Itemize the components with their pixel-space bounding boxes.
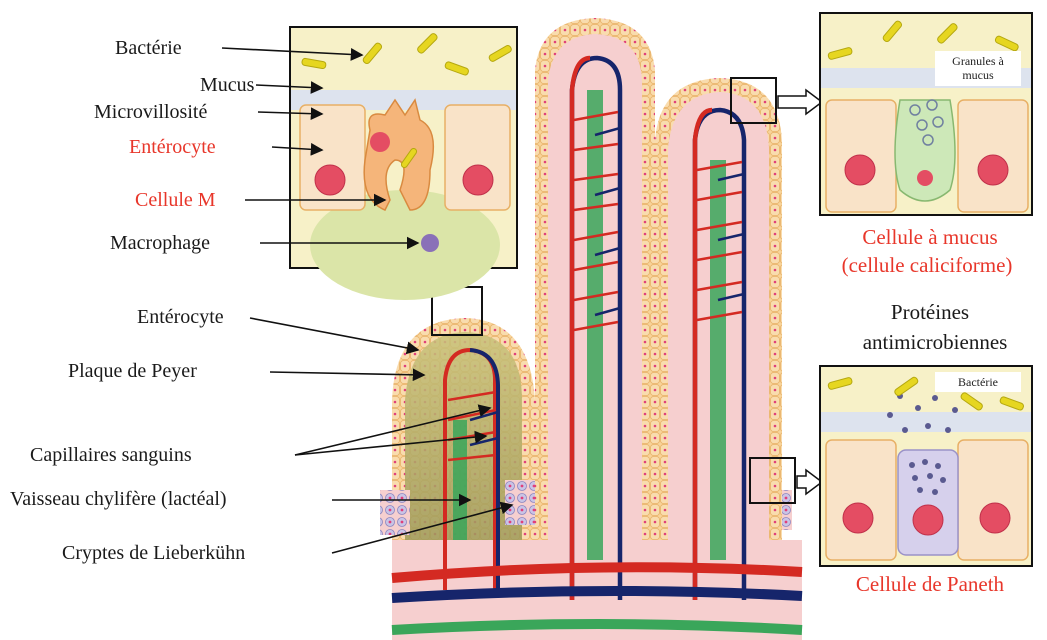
villus-tall [535,18,655,600]
label-cellule-m: Cellule M [135,190,216,210]
label-granules-mucus: Granules à mucus [935,51,1021,86]
label-cryptes: Cryptes de Lieberkühn [62,543,245,563]
label-enterocyte-top: Entérocyte [129,137,216,157]
caption-paneth: Cellule de Paneth [835,572,1025,597]
caption-cellule-mucus: Cellule à mucus [835,225,1025,250]
inset-paneth-cell [820,366,1032,566]
right-arrow-bottom [797,470,822,494]
inset-m-cell [290,27,517,300]
caption-caliciforme: (cellule caliciforme) [812,253,1042,278]
caption-proteines: Protéines [835,300,1025,325]
label-microvillosite: Microvillosité [94,102,207,122]
label-capillaires: Capillaires sanguins [30,445,192,465]
label-enterocyte: Entérocyte [137,307,224,327]
caption-antimicrobiennes: antimicrobiennes [835,330,1035,355]
label-vaisseau: Vaisseau chylifère (lactéal) [10,489,227,509]
crypt-left [380,490,410,535]
inset-goblet-cell [820,13,1032,215]
label-plaque-peyer: Plaque de Peyer [68,361,197,381]
label-bacterie: Bactérie [115,38,182,58]
label-macrophage: Macrophage [110,233,210,253]
label-bacterie-inset: Bactérie [935,372,1021,392]
label-mucus: Mucus [200,75,254,95]
villus-right [655,78,782,600]
right-arrow-top [778,90,822,114]
